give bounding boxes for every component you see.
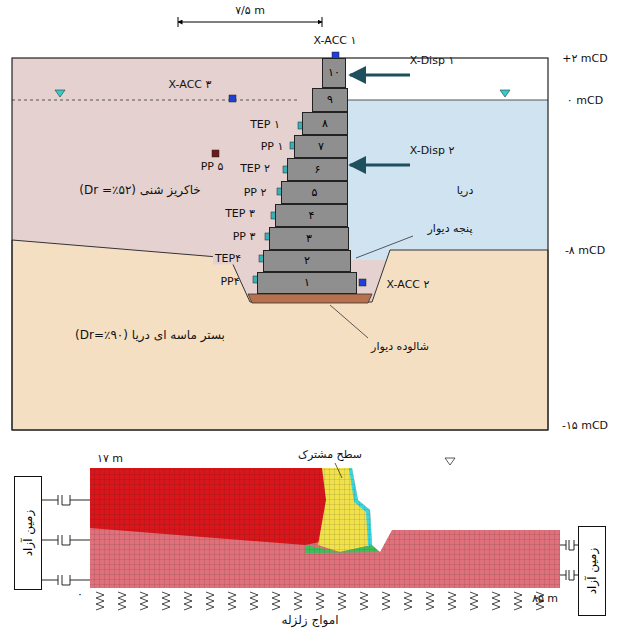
- sensor-name: PP ۵: [199, 160, 226, 173]
- wall-foundation: [248, 294, 372, 303]
- wall-block: ۱۰: [322, 58, 346, 88]
- dashpots: [42, 495, 578, 585]
- block-number: ۱: [304, 277, 310, 289]
- block-number: ۳: [306, 233, 312, 245]
- block-number: ۵: [312, 187, 318, 199]
- backfill: [12, 58, 548, 430]
- water-level: [12, 100, 300, 101]
- dimension: ۸۵ m: [530, 592, 560, 605]
- part-label: سطح مشترک: [296, 448, 364, 461]
- free-field-box: زمین آزاد: [14, 476, 42, 590]
- water-symbol: [55, 90, 65, 97]
- sensor-name: TEP۴: [213, 252, 243, 265]
- wall-block: ۵: [281, 181, 348, 204]
- block-number: ۲: [304, 255, 310, 267]
- block-number: ۴: [309, 210, 315, 222]
- dimension-tick: [322, 17, 323, 27]
- wall-block: ۳: [269, 227, 349, 250]
- leader-line: [330, 305, 368, 338]
- sensor-symbol: [359, 279, 366, 286]
- load-label: امواج زلزله: [279, 614, 340, 627]
- sensor-name: PP ۱: [259, 140, 286, 153]
- block-number: ۱۰: [328, 67, 340, 79]
- mesh-seabed: [90, 468, 560, 588]
- sensor-name: PP ۲: [242, 186, 269, 199]
- soil-label: بستر ماسه ای دریا (Dr=٪۹۰): [73, 329, 227, 342]
- sea-surface: [345, 100, 548, 101]
- wall-block: ۷: [294, 135, 348, 158]
- sensor-name: X-ACC ۲: [385, 278, 432, 291]
- water-symbol: [500, 90, 510, 97]
- part-label: پنجه دیوار: [426, 222, 475, 235]
- displacement-arrow: [350, 164, 410, 167]
- block-number: ۶: [315, 164, 321, 176]
- free-field-label: زمین آزاد: [586, 548, 598, 595]
- leader-line: [356, 236, 413, 258]
- free-field-label: زمین آزاد: [22, 510, 34, 557]
- dimension-tick: [178, 17, 179, 27]
- elevation: +۲ mCD: [560, 52, 610, 65]
- soil-label: خاکریز شنی (Dr =٪۵۲): [77, 184, 202, 197]
- mesh-grid: [90, 468, 560, 588]
- dimension: ۱۷ m: [95, 452, 125, 465]
- sensor-name: X-ACC ۳: [167, 78, 214, 91]
- sensor-name: X-Disp ۱: [408, 54, 457, 67]
- sea-label: دریا: [455, 184, 476, 197]
- dimension: ۷/۵ m: [233, 4, 267, 17]
- elevation: -۸ mCD: [563, 244, 607, 257]
- water-symbol: [445, 458, 455, 465]
- wall-block: ۱: [257, 272, 357, 294]
- wall-block: ۲: [263, 250, 351, 272]
- dimension: ۰: [75, 588, 85, 601]
- frame: [12, 58, 548, 430]
- sensor-name: TEP ۳: [223, 207, 257, 220]
- elevation: -۱۵ mCD: [560, 419, 610, 432]
- sensor-symbol: [212, 150, 219, 157]
- elevation: ۰ mCD: [565, 94, 605, 107]
- block-number: ۸: [322, 118, 328, 130]
- wall-block: ۶: [287, 158, 348, 181]
- free-field-box: زمین آزاد: [578, 526, 606, 616]
- sensor-name: PP ۳: [231, 230, 258, 243]
- sensor-name: TEP ۱: [248, 118, 282, 131]
- seabed: [12, 240, 548, 430]
- block-number: ۹: [327, 94, 333, 106]
- leader-line: [335, 463, 342, 478]
- part-label: شالوده دیوار: [369, 340, 431, 353]
- displacement-arrow: [350, 74, 410, 77]
- sensor-name: TEP ۲: [238, 162, 272, 175]
- sensor-name: PP۴: [218, 275, 241, 288]
- earthquake-waves: [96, 592, 544, 610]
- wall-block: ۹: [312, 88, 348, 112]
- wall-block: ۴: [275, 204, 348, 227]
- dimension-line: [178, 22, 322, 23]
- wall-block: ۸: [302, 112, 348, 135]
- sensor-symbol: [229, 95, 236, 102]
- block-number: ۷: [318, 141, 324, 153]
- sea: [345, 100, 548, 260]
- sensor-name: X-ACC ۱: [312, 34, 359, 47]
- sensor-name: X-Disp ۲: [408, 144, 457, 157]
